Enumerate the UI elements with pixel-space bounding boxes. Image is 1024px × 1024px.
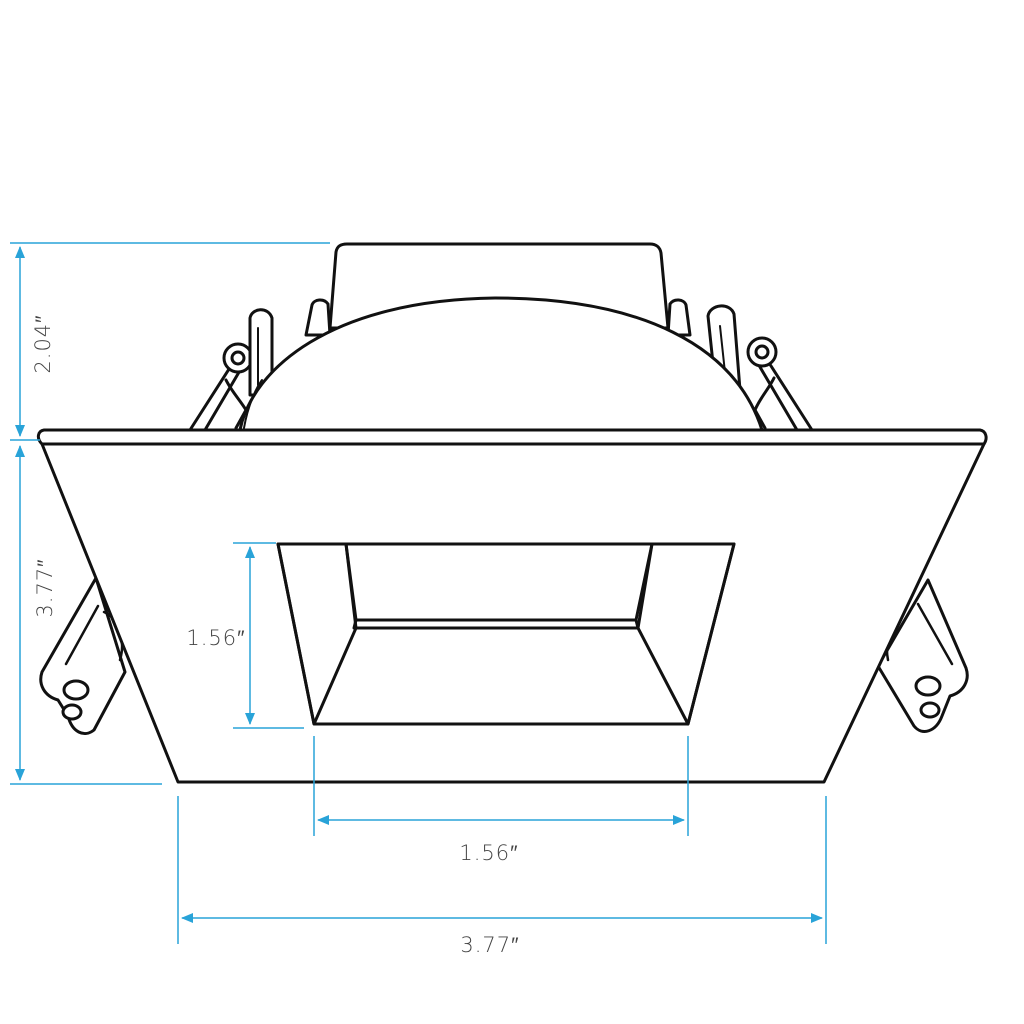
housing-left-tab (304, 298, 332, 337)
left-top-spring-clip (188, 308, 274, 432)
trim-flange-rim (36, 428, 988, 446)
dome-housing (238, 296, 764, 432)
left-bottom-spring-clip (39, 576, 127, 735)
aperture-lens (344, 542, 654, 622)
dim-aperture-width-label: 1.56″ (459, 841, 518, 865)
dim-aperture-height-label: 1.56″ (186, 626, 245, 650)
dim-height-above-label: 2.04″ (31, 314, 55, 373)
dim-trim-width-label: 3.77″ (460, 933, 519, 957)
dimension-lines (10, 242, 827, 944)
fixture-drawing (36, 242, 988, 784)
dim-trim-height-label: 3.77″ (33, 558, 57, 617)
housing-right-tab (666, 298, 692, 337)
dimension-labels: 2.04″ 3.77″ 1.56″ 1.56″ 3.77″ (31, 314, 519, 957)
